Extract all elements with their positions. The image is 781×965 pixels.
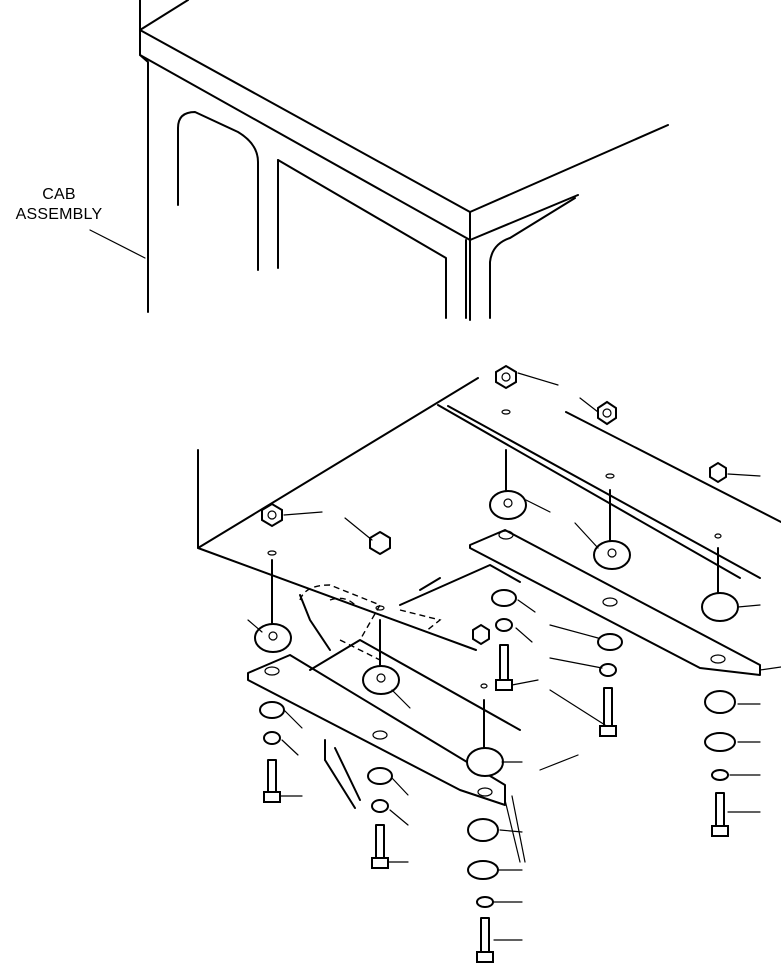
callout-leaders [247,372,781,941]
cab-assembly-label: CAB ASSEMBLY [0,185,118,225]
cab-leader-line [89,229,146,259]
nut-2 [597,400,617,479]
nut-1 [495,364,517,415]
mount-brackets [247,529,761,809]
isolator-2 [593,540,631,607]
nut-3 [709,461,727,539]
cab-label-line-1: CAB [42,186,76,203]
top-nuts [261,364,727,689]
isolator-5 [362,665,400,740]
studs [271,449,719,753]
lower-stacks [259,589,736,963]
isolator-3 [701,592,739,664]
nut-4 [261,502,283,556]
floor-plate [197,377,781,651]
cab-label-line-2: ASSEMBLY [15,206,103,223]
isolator-4 [254,623,292,676]
nut-5 [369,530,391,611]
cab-body [89,0,669,321]
isolator-6 [466,747,504,797]
nut-6 [472,623,490,689]
isolator-1 [489,490,527,540]
upper-isolators [254,490,739,797]
